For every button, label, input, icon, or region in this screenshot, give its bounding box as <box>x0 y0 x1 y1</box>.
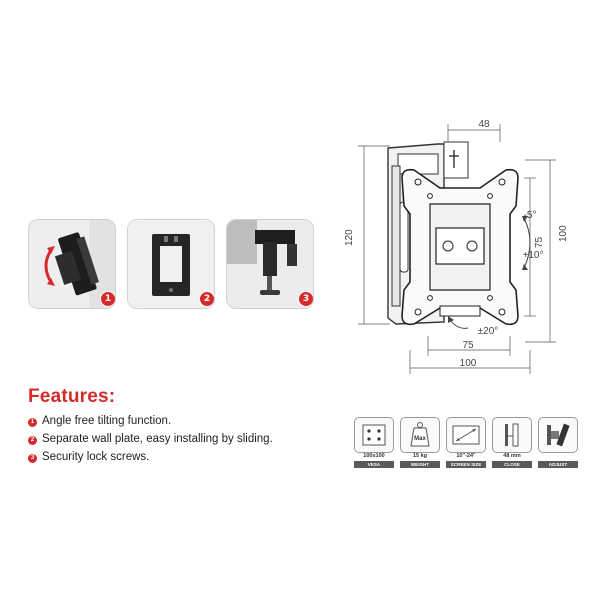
dim-left-label: 120 <box>344 229 355 246</box>
dim-bottom-inner-label: 75 <box>462 340 474 351</box>
feature-text: Separate wall plate, easy installing by … <box>42 433 273 445</box>
tilt-down-label: +10° <box>523 250 544 261</box>
thumbnail-badge: 2 <box>199 291 214 307</box>
feature-number: 2 <box>28 436 37 445</box>
feature-item: 2 Separate wall plate, easy installing by… <box>28 433 273 449</box>
feature-item: 3 Security lock screws. <box>28 451 149 467</box>
feature-text: Angle free tilting function. <box>42 415 172 427</box>
spec-tile-close: 48 mm CLOSE <box>492 417 532 468</box>
spec-value: 100x100 <box>363 453 385 459</box>
close-distance-icon <box>492 417 532 453</box>
thumbnail-lock-screw: 3 <box>226 219 314 309</box>
mount-diagram: 48 120 100 75 75 100 -5° +10° ±20° <box>344 119 569 374</box>
spec-caption: ADJUST <box>538 461 578 468</box>
feature-number: 1 <box>28 418 37 427</box>
dim-right-inner-label: 75 <box>534 236 545 248</box>
spec-value: 48 mm <box>503 453 521 459</box>
swivel-label: ±20° <box>478 326 499 337</box>
screen-size-icon <box>446 417 486 453</box>
tilt-up-label: -5° <box>524 210 537 221</box>
dim-right-outer-label: 100 <box>558 225 569 242</box>
spec-caption: VESA <box>354 461 394 468</box>
feature-text: Security lock screws. <box>42 451 150 463</box>
thumbnail-badge: 1 <box>100 291 115 307</box>
thumbnail-tilting-mount: 1 <box>28 219 116 309</box>
spec-caption: SCREEN SIZE <box>446 461 486 468</box>
spec-tile-vesa: 100x100 VESA <box>354 417 394 468</box>
dim-bottom-outer-label: 100 <box>460 358 477 369</box>
thumbnail-badge: 3 <box>298 291 313 307</box>
dim-top-label: 48 <box>478 119 490 130</box>
spec-caption: CLOSE <box>492 461 532 468</box>
spec-caption: WEIGHT <box>400 461 440 468</box>
thumbnail-wall-plate: 2 <box>127 219 215 309</box>
spec-tile-weight: Max 15 kg WEIGHT <box>400 417 440 468</box>
spec-tile-adjust: ADJUST <box>538 417 578 468</box>
weight-icon: Max <box>400 417 440 453</box>
spec-tile-screen-size: 10"-24" SCREEN SIZE <box>446 417 486 468</box>
feature-item: 1 Angle free tilting function. <box>28 415 171 431</box>
weight-icon-label: Max <box>414 436 426 442</box>
spec-value: 10"-24" <box>456 453 476 459</box>
feature-number: 3 <box>28 454 37 463</box>
adjust-icon <box>538 417 578 453</box>
features-title: Features: <box>28 386 116 407</box>
spec-value: 15 kg <box>412 453 428 459</box>
vesa-icon <box>354 417 394 453</box>
